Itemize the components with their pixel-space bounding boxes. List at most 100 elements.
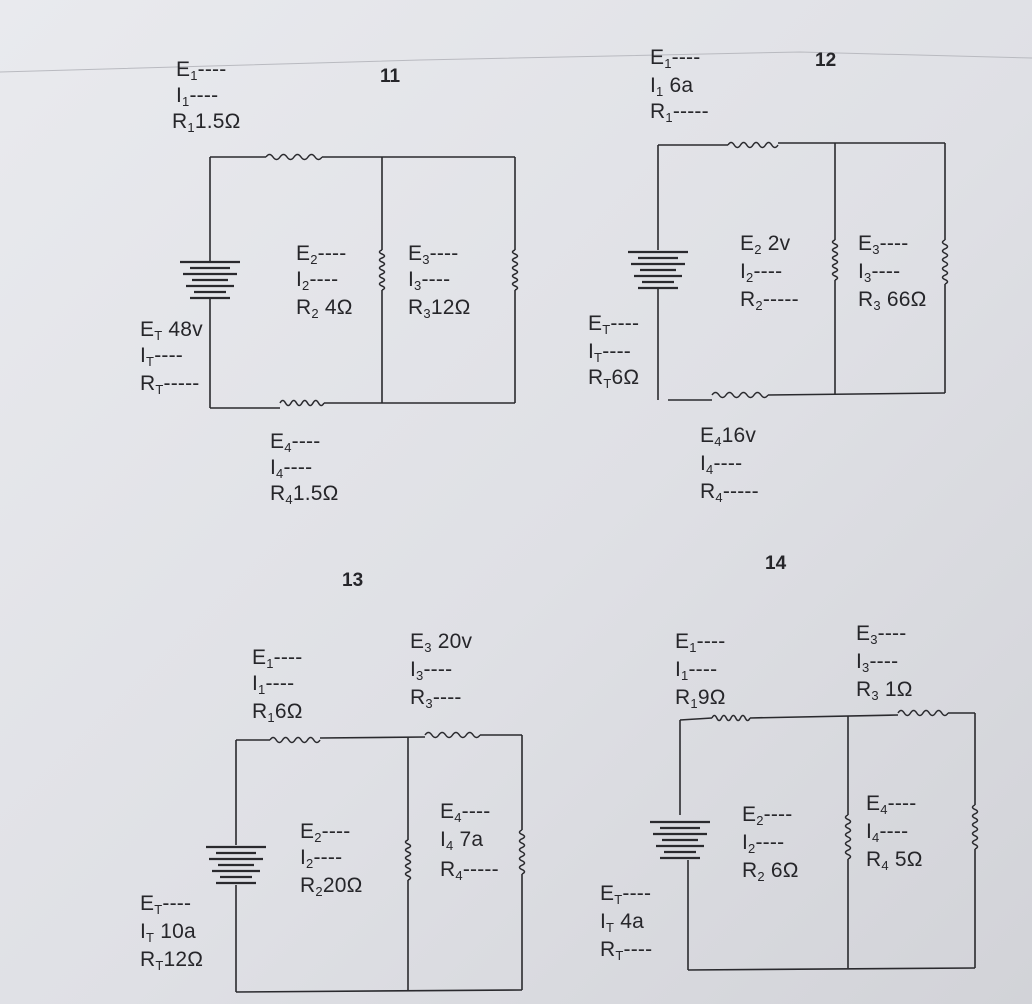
circuit-14-label-r3: R3 1Ω <box>856 678 913 703</box>
subscript: 1 <box>258 682 266 697</box>
subscript: T <box>603 376 612 391</box>
circuit-12-label-e3: E3---- <box>858 232 909 257</box>
circuit-14-label-i1: I1---- <box>675 658 718 683</box>
subscript: 1 <box>689 640 697 655</box>
c14-battery <box>650 820 710 860</box>
subscript: 3 <box>416 668 424 683</box>
c14-resistor-r4 <box>971 804 979 850</box>
circuit-number-12: 12 <box>815 50 837 71</box>
circuit-13-label-i2: I2---- <box>300 846 343 871</box>
c13-resistor-r3 <box>424 731 481 739</box>
subscript: T <box>594 350 603 365</box>
circuit-12-label-e2: E2 2v <box>740 232 791 257</box>
circuit-14-label-r2: R2 6Ω <box>742 859 799 884</box>
subscript: 2 <box>310 252 318 267</box>
circuit-number-13: 13 <box>342 570 364 591</box>
subscript: T <box>146 930 155 945</box>
subscript: T <box>155 958 164 973</box>
subscript: T <box>154 902 163 917</box>
circuit-11-label-i3: I3---- <box>408 268 451 293</box>
circuit-14-label-et: ET---- <box>600 882 652 907</box>
circuit-14-label-e3: E3---- <box>856 622 907 647</box>
circuit-11-label-et: ET 48v <box>140 318 203 343</box>
c12-resistor-r3 <box>941 239 949 285</box>
circuit-11-label-i1: I1---- <box>176 84 219 109</box>
c11-resistor-r4 <box>279 399 325 407</box>
subscript: 1 <box>681 668 689 683</box>
circuit-12-label-e4: E416v <box>700 424 757 449</box>
subscript: 4 <box>454 810 462 825</box>
subscript: 2 <box>315 884 323 899</box>
circuit-14-label-r1: R19Ω <box>675 686 726 711</box>
subscript: 2 <box>754 242 762 257</box>
c13-resistor-r2 <box>404 839 412 881</box>
subscript: 1 <box>187 120 195 135</box>
circuit-12-label-r3: R3 66Ω <box>858 288 927 313</box>
c11-resistor-r1 <box>265 153 323 161</box>
subscript: 3 <box>870 632 878 647</box>
subscript: 2 <box>306 856 314 871</box>
circuit-13-label-r3: R3---- <box>410 686 462 711</box>
circuit-14-label-it: IT 4a <box>600 910 644 935</box>
subscript: 2 <box>314 830 322 845</box>
circuit-11-label-r1: R11.5Ω <box>172 110 241 135</box>
circuit-12-label-r4: R4----- <box>700 480 759 505</box>
c14-resistor-r2 <box>844 814 852 860</box>
subscript: 4 <box>706 462 714 477</box>
circuit-14-label-i4: I4---- <box>866 820 909 845</box>
subscript: T <box>154 328 163 343</box>
circuit-13-label-r4: R4----- <box>440 858 499 883</box>
c14-wire-top-left <box>679 717 713 721</box>
circuit-14-label-e1: E1---- <box>675 630 726 655</box>
c12-resistor-r1 <box>727 141 779 149</box>
subscript: 4 <box>881 858 889 873</box>
subscript: 1 <box>190 68 198 83</box>
circuit-12-label-i4: I4---- <box>700 452 743 477</box>
circuit-14-label-e4: E4---- <box>866 792 917 817</box>
subscript: 3 <box>871 688 879 703</box>
circuit-12-label-r2: R2----- <box>740 288 799 313</box>
circuit-14-label-i2: I2---- <box>742 831 785 856</box>
circuit-11-label-i2: I2---- <box>296 268 339 293</box>
circuit-11-label-rt: RT----- <box>140 372 200 397</box>
subscript: 1 <box>266 656 274 671</box>
subscript: 3 <box>873 298 881 313</box>
circuit-11-label-e4: E4---- <box>270 430 321 455</box>
subscript: 3 <box>424 640 432 655</box>
c14-wire-bottom <box>687 967 976 971</box>
circuit-11-label-r3: R312Ω <box>408 296 471 321</box>
circuit-14-label-rt: RT---- <box>600 938 653 963</box>
subscript: 2 <box>755 298 763 313</box>
c13-battery <box>206 845 266 885</box>
circuit-13-label-i4: I4 7a <box>440 828 484 853</box>
subscript: 2 <box>756 813 764 828</box>
circuit-number-14: 14 <box>765 553 787 574</box>
subscript: T <box>155 382 164 397</box>
subscript: 4 <box>880 802 888 817</box>
c14-resistor-r3 <box>897 709 949 717</box>
circuit-13-label-i3: I3---- <box>410 658 453 683</box>
circuit-13-label-e4: E4---- <box>440 800 491 825</box>
subscript: 2 <box>302 278 310 293</box>
circuit-11-label-e1: E1---- <box>176 58 227 83</box>
circuit-12-label-i2: I2---- <box>740 260 783 285</box>
circuit-12-label-r1: R1----- <box>650 100 709 125</box>
circuit-13-label-rt: RT12Ω <box>140 948 204 973</box>
subscript: 4 <box>446 838 454 853</box>
circuit-13-label-r1: R16Ω <box>252 700 303 725</box>
subscript: 3 <box>422 252 430 267</box>
circuit-12-label-rt: RT6Ω <box>588 366 640 391</box>
subscript: 3 <box>872 242 880 257</box>
circuit-11-label-it: IT---- <box>140 344 183 369</box>
subscript: 1 <box>665 110 673 125</box>
circuit-13-label-e1: E1---- <box>252 646 303 671</box>
c11-battery <box>180 260 240 300</box>
subscript: 1 <box>656 84 664 99</box>
circuit-11-label-i4: I4---- <box>270 456 313 481</box>
subscript: 4 <box>276 466 284 481</box>
subscript: 3 <box>862 660 870 675</box>
subscript: T <box>615 948 624 963</box>
circuit-11-label-e2: E2---- <box>296 242 347 267</box>
subscript: 3 <box>414 278 422 293</box>
